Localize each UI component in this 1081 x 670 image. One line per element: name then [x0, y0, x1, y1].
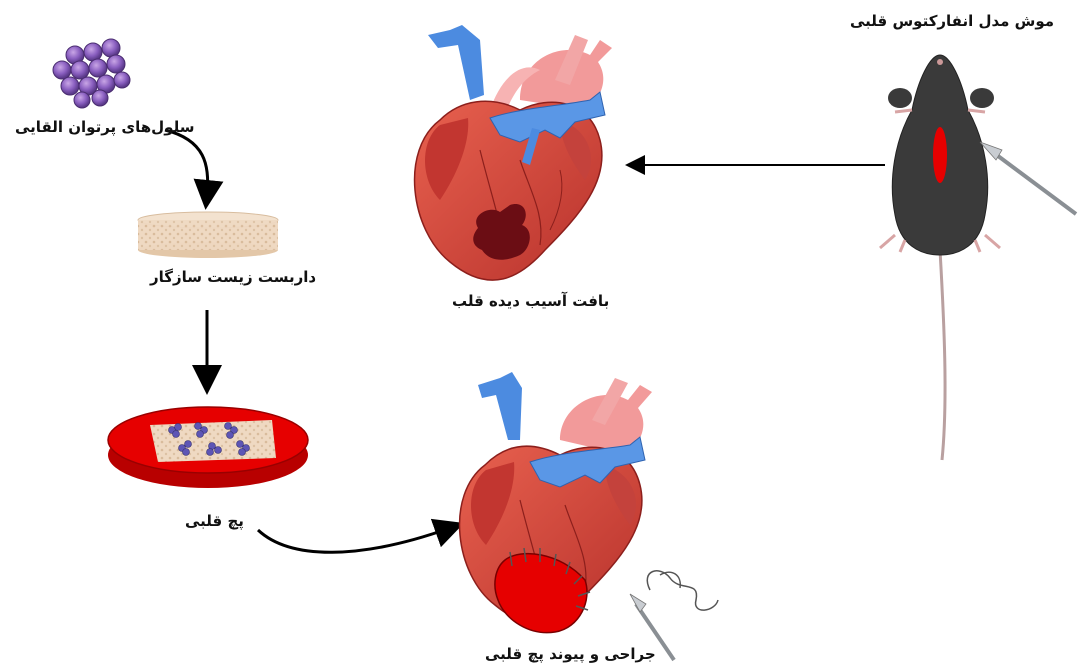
heart-icon — [460, 372, 652, 633]
incision — [933, 127, 947, 183]
heart-icon — [415, 25, 612, 280]
cell-cluster-icon — [53, 39, 130, 108]
arrow-patch-to-surgery — [258, 528, 450, 552]
suture-icon — [647, 571, 718, 610]
label-surgery: جراحی و پیوند پچ قلبی — [485, 645, 656, 663]
label-heart-patch: پچ قلبی — [185, 512, 244, 530]
label-mouse-model: موش مدل انفارکتوس قلبی — [850, 12, 1054, 30]
label-stem-cells: سلول‌های پرتوان القایی — [15, 118, 194, 136]
label-scaffold: داربست زیست سازگار — [150, 268, 316, 286]
petri-dish-icon — [108, 407, 308, 488]
scaffold-icon — [138, 212, 278, 258]
arrow-cells-to-scaffold — [165, 130, 208, 195]
label-damaged-heart: بافت آسیب دیده قلب — [452, 292, 609, 310]
mouse-icon — [880, 55, 1000, 460]
scalpel-icon — [980, 142, 1076, 214]
